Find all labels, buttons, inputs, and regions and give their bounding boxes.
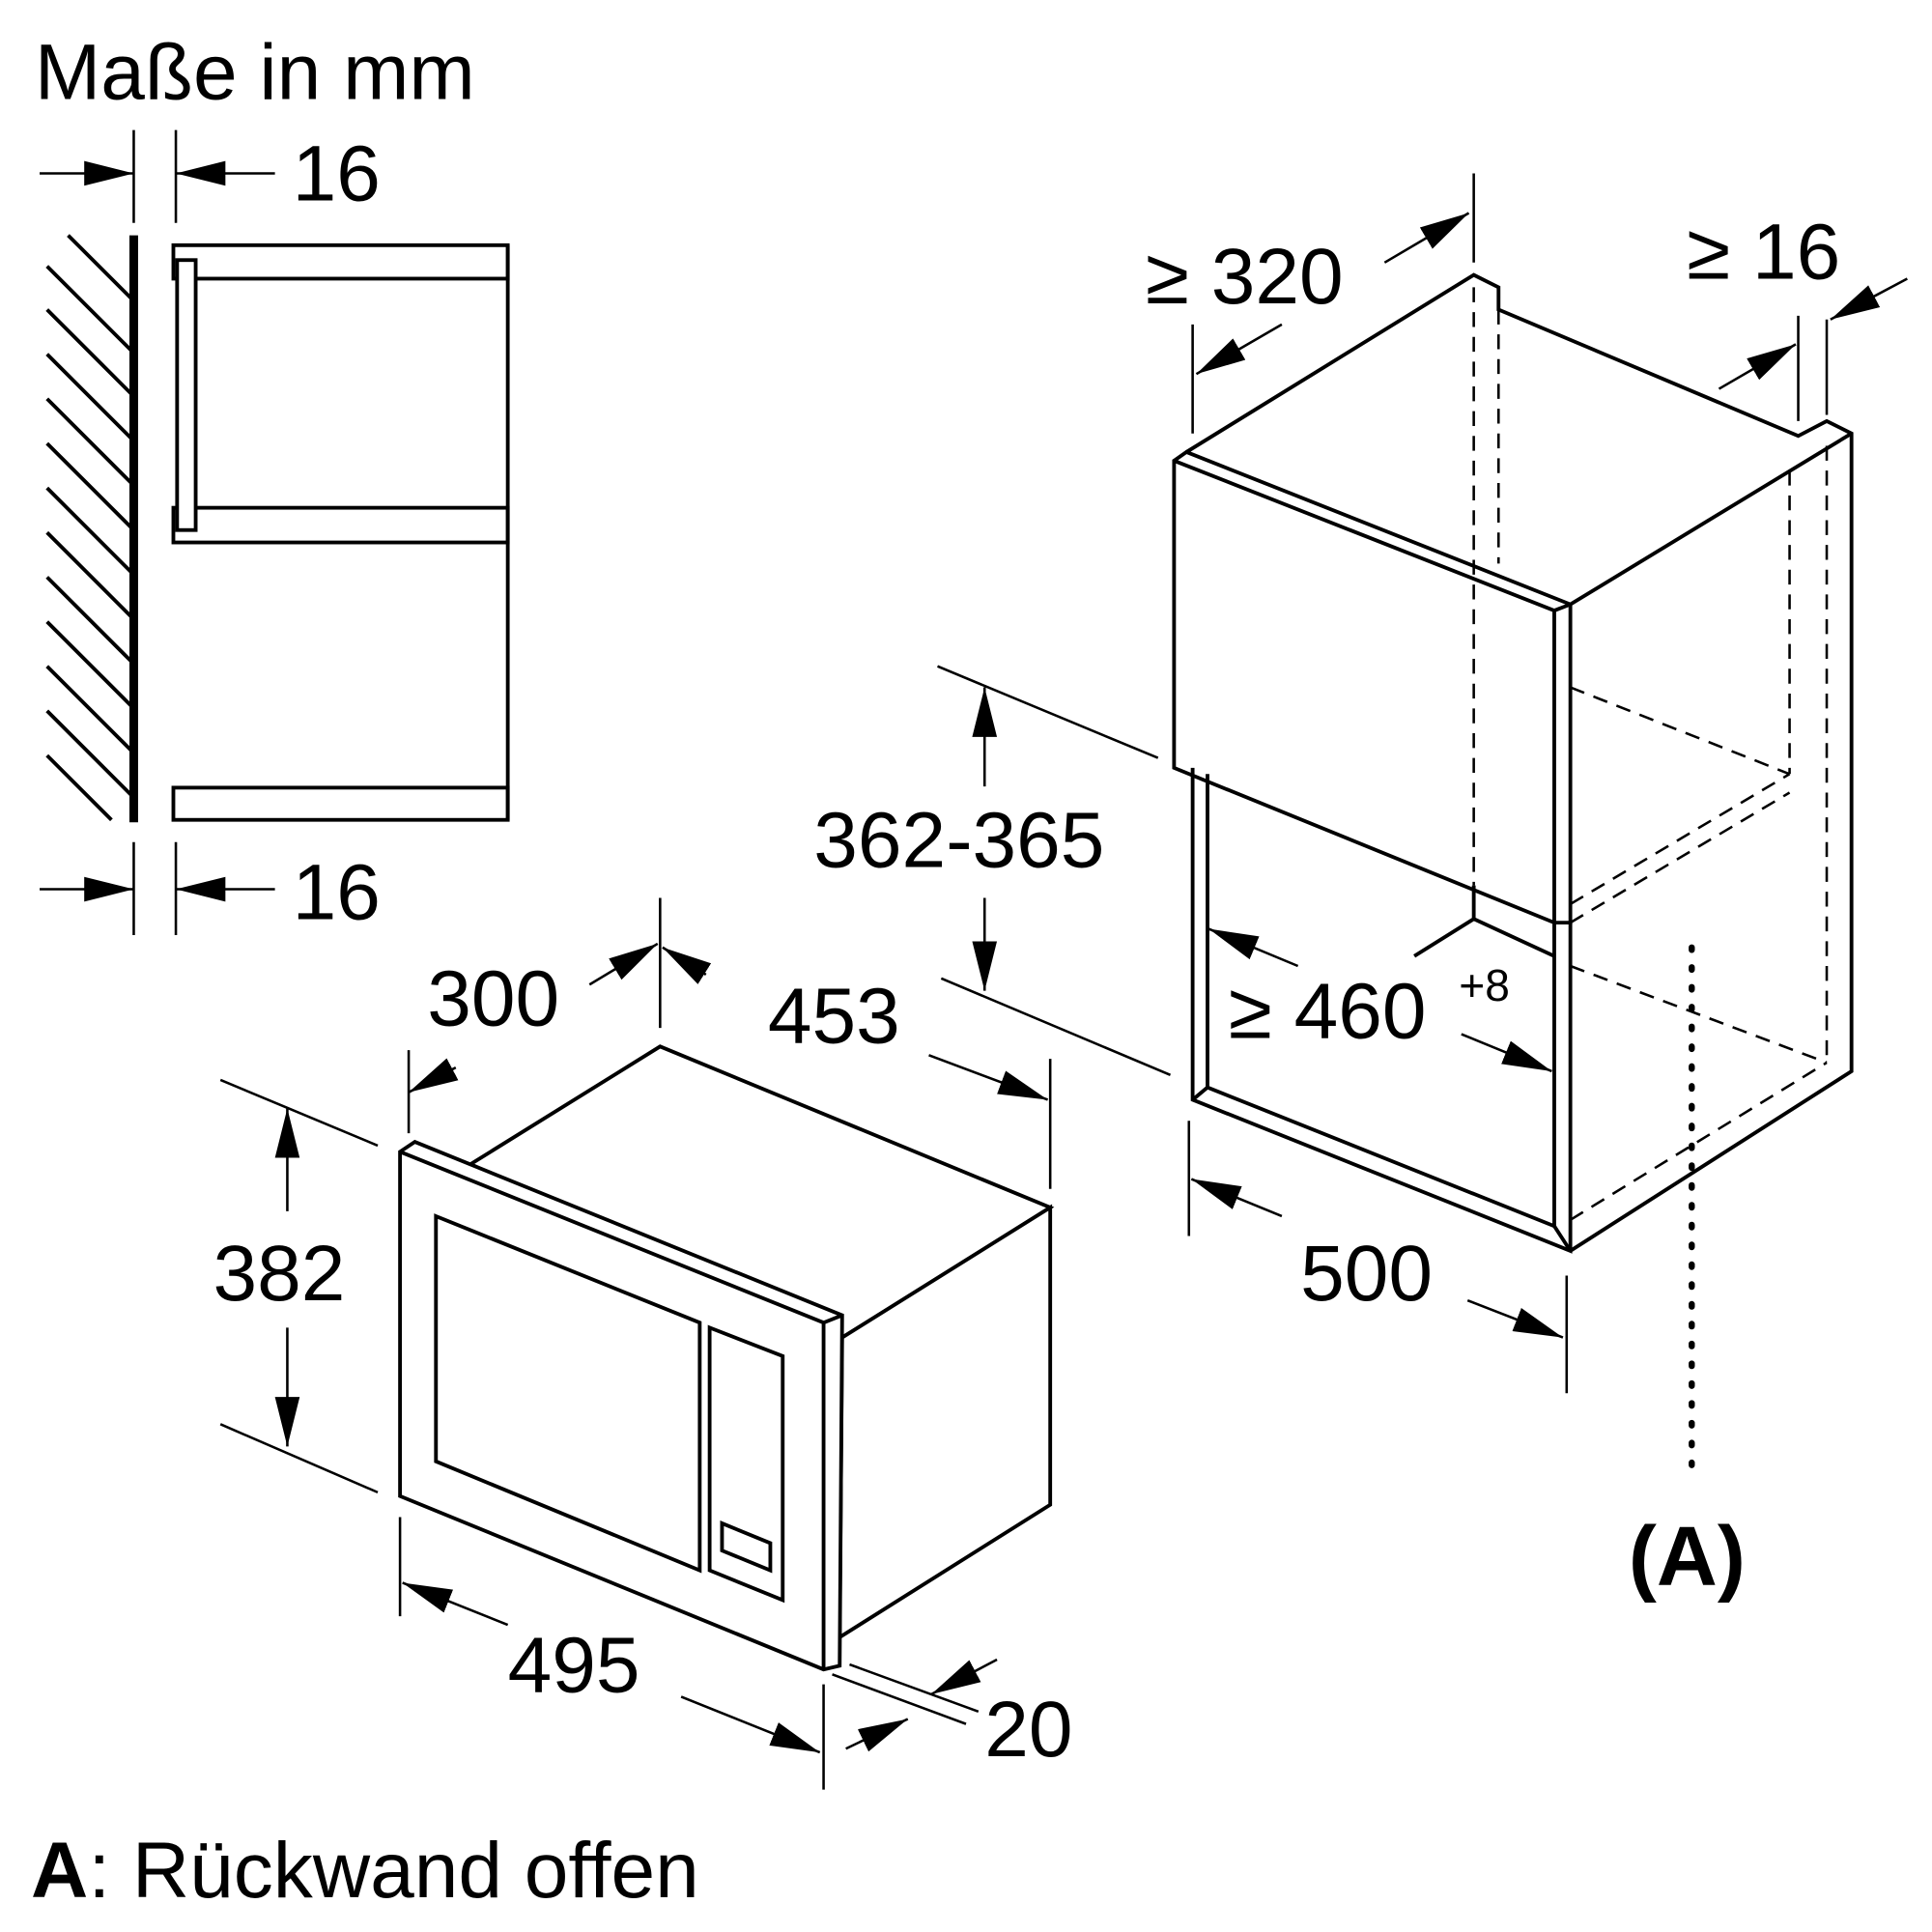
title: Maße in mm <box>35 29 475 117</box>
door-window <box>434 1213 702 1574</box>
side-view: 16 16 <box>40 129 510 936</box>
legend-description: : Rückwand offen <box>88 1827 698 1915</box>
mw-width-front: 495 <box>508 1621 640 1709</box>
cab-depth: ≥ 320 <box>1146 233 1344 321</box>
mw-frame: 20 <box>984 1686 1072 1774</box>
control-panel <box>707 1324 785 1604</box>
cab-depth-total: 500 <box>1300 1230 1433 1318</box>
legend: A: Rückwand offen <box>31 1827 699 1915</box>
open-back-marker: (A) <box>1629 1510 1746 1604</box>
legend-key: A <box>31 1827 88 1915</box>
display <box>720 1520 773 1574</box>
mw-depth: 300 <box>427 955 559 1043</box>
cab-niche-height: 362-365 <box>813 796 1104 884</box>
cab-niche-width-tol: +8 <box>1459 960 1510 1010</box>
cabinet-drawing: ≥ 320 ≥ 16 362-365 ≥ 460 +8 (A) 500 <box>813 173 1908 1604</box>
mw-width-top: 453 <box>768 972 900 1060</box>
cab-gap: ≥ 16 <box>1687 208 1840 296</box>
cab-niche-width: ≥ 460 <box>1229 967 1427 1055</box>
side-dim-bottom: 16 <box>293 848 381 936</box>
legend-text: A: Rückwand offen <box>31 1827 699 1915</box>
wall-hatch <box>45 234 138 823</box>
side-dim-top: 16 <box>293 130 381 218</box>
mw-height: 382 <box>213 1230 346 1318</box>
microwave-drawing: 300 453 382 495 20 <box>213 897 1072 1790</box>
